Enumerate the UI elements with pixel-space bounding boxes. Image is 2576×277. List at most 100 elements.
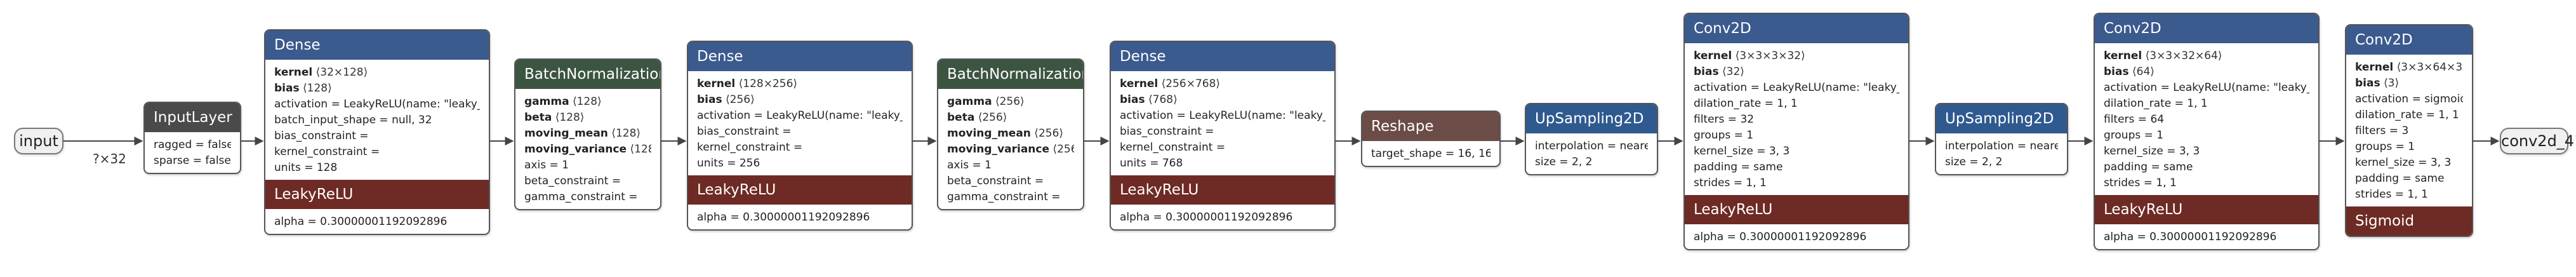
attribute-value: axis = 1 bbox=[947, 159, 992, 172]
attribute-key: bias bbox=[697, 93, 722, 106]
node-attribute: groups = 1 bbox=[1694, 128, 1899, 144]
node-attributes: kernel ⟨3×3×3×32⟩bias ⟨32⟩activation = L… bbox=[1685, 43, 1908, 195]
attribute-value: filters = 3 bbox=[2355, 125, 2409, 137]
attribute-key: moving_mean bbox=[947, 127, 1031, 140]
attribute-value: bias_constraint = bbox=[1120, 125, 1214, 138]
attribute-value: kernel_constraint = bbox=[697, 141, 803, 154]
attribute-value: size = 2, 2 bbox=[1535, 156, 1593, 168]
attribute-value: strides = 1, 1 bbox=[1694, 177, 1767, 189]
node-attributes: kernel ⟨128×256⟩bias ⟨256⟩activation = L… bbox=[688, 71, 912, 175]
attribute-value: ⟨128⟩ bbox=[630, 143, 651, 156]
attribute-value: groups = 1 bbox=[2355, 140, 2415, 153]
output-node[interactable]: conv2d_41 bbox=[2500, 128, 2576, 154]
node-attributes: interpolation = nearestsize = 2, 2 bbox=[1526, 133, 1657, 174]
attribute-key: kernel bbox=[2355, 61, 2394, 74]
attribute-value: activation = LeakyReLU(name: "leaky_re..… bbox=[274, 98, 480, 111]
node-attribute: padding = same bbox=[2355, 171, 2463, 187]
activation-title: LeakyReLU bbox=[2095, 195, 2318, 224]
attribute-key: bias bbox=[2104, 65, 2129, 78]
attribute-value: ⟨128×256⟩ bbox=[735, 78, 798, 90]
node-attribute: kernel_constraint = bbox=[697, 140, 903, 156]
node-attribute: interpolation = nearest bbox=[1945, 138, 2058, 154]
node-attribute: moving_variance ⟨256⟩ bbox=[947, 142, 1074, 158]
node-attribute: sparse = false bbox=[154, 153, 231, 169]
attribute-value: padding = same bbox=[2355, 172, 2445, 185]
attribute-value: kernel_constraint = bbox=[1120, 141, 1226, 154]
attribute-key: kernel bbox=[2104, 50, 2142, 62]
attribute-value: ⟨256×768⟩ bbox=[1158, 78, 1221, 90]
attribute-key: kernel bbox=[1120, 78, 1159, 90]
attribute-value: ⟨128⟩ bbox=[552, 111, 585, 124]
node-attribute: filters = 64 bbox=[2104, 112, 2309, 128]
node-attribute: kernel_size = 3, 3 bbox=[1694, 144, 1899, 159]
attribute-value: bias_constraint = bbox=[697, 125, 792, 138]
activation-attributes: alpha = 0.30000001192092896 bbox=[1685, 224, 1908, 249]
attribute-value: activation = LeakyReLU(name: "leaky_re..… bbox=[1120, 109, 1325, 122]
attribute-value: units = 768 bbox=[1120, 157, 1183, 170]
attribute-value: kernel_constraint = bbox=[274, 145, 380, 158]
node-attribute: dilation_rate = 1, 1 bbox=[1694, 96, 1899, 112]
attribute-key: gamma bbox=[524, 95, 569, 108]
node-attribute: kernel ⟨3×3×32×64⟩ bbox=[2104, 48, 2309, 64]
attribute-value: padding = same bbox=[2104, 161, 2193, 173]
node-attribute: filters = 3 bbox=[2355, 123, 2463, 139]
node-title: Dense bbox=[1111, 42, 1334, 71]
attribute-value: filters = 32 bbox=[1694, 113, 1755, 126]
node-attribute: gamma_constraint = bbox=[947, 189, 1074, 205]
attribute-value: groups = 1 bbox=[2104, 129, 2164, 142]
attribute-value: activation = sigmoid bbox=[2355, 93, 2463, 105]
node-attribute: bias ⟨64⟩ bbox=[2104, 64, 2309, 80]
input-node[interactable]: input bbox=[14, 128, 63, 154]
attribute-value: dilation_rate = 1, 1 bbox=[1694, 97, 1798, 110]
attribute-key: kernel bbox=[697, 78, 736, 90]
attribute-value: ⟨256⟩ bbox=[992, 95, 1025, 108]
node-title: BatchNormalization bbox=[938, 60, 1083, 89]
attribute-value: strides = 1, 1 bbox=[2355, 188, 2428, 201]
node-attributes: kernel ⟨256×768⟩ bias ⟨768⟩activation = L… bbox=[1111, 71, 1334, 175]
node-attribute: strides = 1, 1 bbox=[1694, 175, 1899, 191]
node-attributes: kernel ⟨3×3×64×3⟩bias ⟨3⟩activation = si… bbox=[2346, 55, 2472, 206]
node-attribute: beta_constraint = bbox=[947, 173, 1074, 189]
attribute-value: beta_constraint = bbox=[947, 175, 1044, 187]
attribute-value: activation = LeakyReLU(name: "leaky_re..… bbox=[1694, 81, 1899, 94]
node-attribute: bias ⟨3⟩ bbox=[2355, 76, 2463, 91]
attribute-value: filters = 64 bbox=[2104, 113, 2165, 126]
node-attribute: gamma_constraint = bbox=[524, 189, 651, 205]
node-attributes: kernel ⟨3×3×32×64⟩bias ⟨64⟩activation = … bbox=[2095, 43, 2318, 195]
node-attribute: strides = 1, 1 bbox=[2355, 187, 2463, 203]
node-title: Conv2D bbox=[2095, 14, 2318, 43]
attribute-value: gamma_constraint = bbox=[524, 191, 638, 203]
attribute-value: ⟨128⟩ bbox=[569, 95, 602, 108]
attribute-key: moving_variance bbox=[524, 143, 627, 156]
node-attribute: bias ⟨768⟩ bbox=[1120, 92, 1325, 108]
node-attribute: padding = same bbox=[1694, 159, 1899, 175]
attribute-value: activation = LeakyReLU(name: "leaky_re..… bbox=[697, 109, 903, 122]
node-attribute: kernel_constraint = bbox=[1120, 140, 1325, 156]
node-attribute: groups = 1 bbox=[2104, 128, 2309, 144]
node-dense-3[interactable]: Dense kernel ⟨256×768⟩ bias ⟨768⟩activatio… bbox=[1110, 41, 1336, 231]
activation-title: LeakyReLU bbox=[688, 175, 912, 205]
attribute-value: beta_constraint = bbox=[524, 175, 621, 187]
node-attribute: kernel_constraint = bbox=[274, 144, 480, 160]
attribute-value: units = 128 bbox=[274, 161, 338, 174]
node-title: Conv2D bbox=[1685, 14, 1908, 43]
node-attribute: moving_mean ⟨128⟩ bbox=[524, 126, 651, 142]
node-attribute: dilation_rate = 1, 1 bbox=[2104, 96, 2309, 112]
node-attribute: kernel_size = 3, 3 bbox=[2355, 155, 2463, 171]
attribute-value: groups = 1 bbox=[1694, 129, 1754, 142]
node-title: Conv2D bbox=[2346, 25, 2472, 55]
node-attribute: kernel_size = 3, 3 bbox=[2104, 144, 2309, 159]
activation-attribute: alpha = 0.30000001192092896 bbox=[274, 215, 448, 228]
